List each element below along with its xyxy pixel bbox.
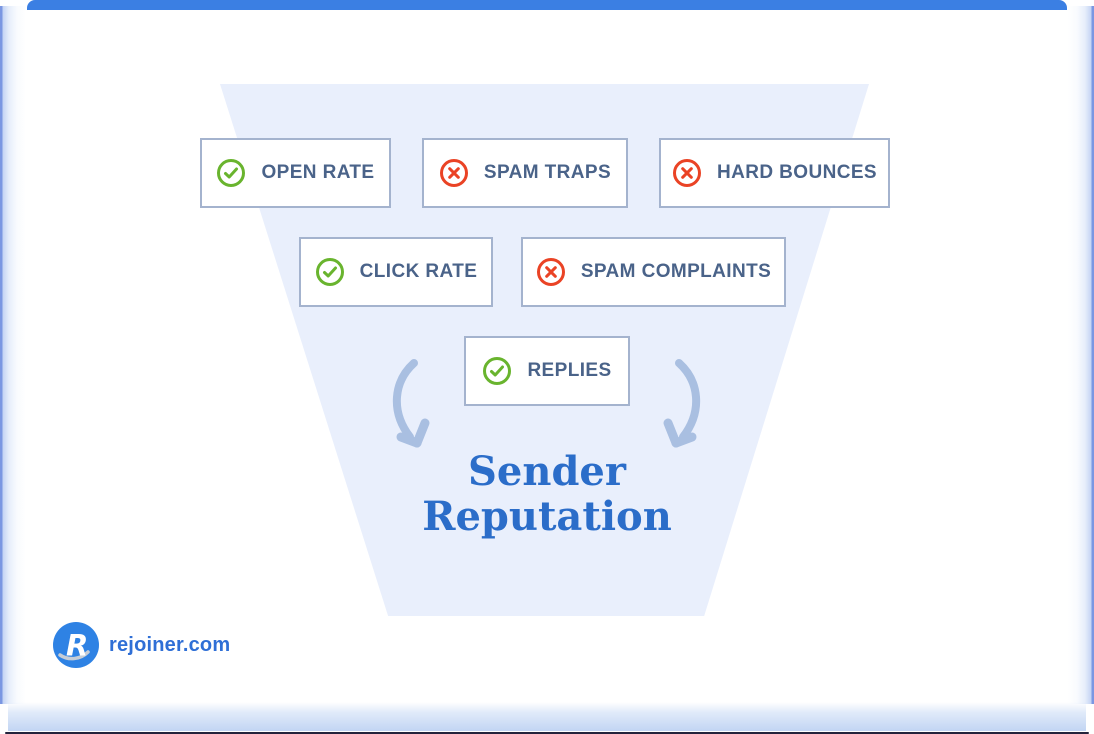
edge-glow-bottom <box>8 702 1086 731</box>
curved-arrow-right-icon <box>663 359 700 448</box>
metric-box-replies: REPLIES <box>464 336 630 406</box>
edge-bottom-line <box>5 732 1089 734</box>
brand-url-text: rejoiner.com <box>109 633 231 656</box>
brand-logo-lockup: R rejoiner.com <box>53 622 230 668</box>
metric-label: HARD BOUNCES <box>717 162 877 183</box>
metric-box-open-rate: OPEN RATE <box>200 138 391 208</box>
metric-label: OPEN RATE <box>261 162 375 183</box>
metric-label: CLICK RATE <box>359 261 478 282</box>
metric-label: SPAM COMPLAINTS <box>580 261 772 282</box>
x-circle-icon <box>536 258 565 286</box>
check-circle-icon <box>483 357 512 385</box>
x-circle-icon <box>673 159 701 187</box>
curved-arrow-left-icon <box>393 359 430 448</box>
metric-label: SPAM TRAPS <box>483 162 612 183</box>
x-circle-icon <box>439 159 468 187</box>
metric-box-hard-bounces: HARD BOUNCES <box>659 138 890 208</box>
edge-glow-left <box>0 6 26 704</box>
check-circle-icon <box>315 258 344 286</box>
metric-box-click-rate: CLICK RATE <box>299 237 493 307</box>
rejoiner-logo-icon: R <box>53 622 99 668</box>
check-circle-icon <box>217 159 246 187</box>
result-title: Sender Reputation <box>422 448 672 541</box>
metric-box-spam-complaints: SPAM COMPLAINTS <box>521 237 786 307</box>
top-accent-bar <box>27 0 1067 10</box>
brand-logo-letter: R <box>66 629 88 663</box>
edge-glow-right <box>1068 6 1094 704</box>
metric-box-spam-traps: SPAM TRAPS <box>422 138 628 208</box>
metric-label: REPLIES <box>527 360 612 381</box>
